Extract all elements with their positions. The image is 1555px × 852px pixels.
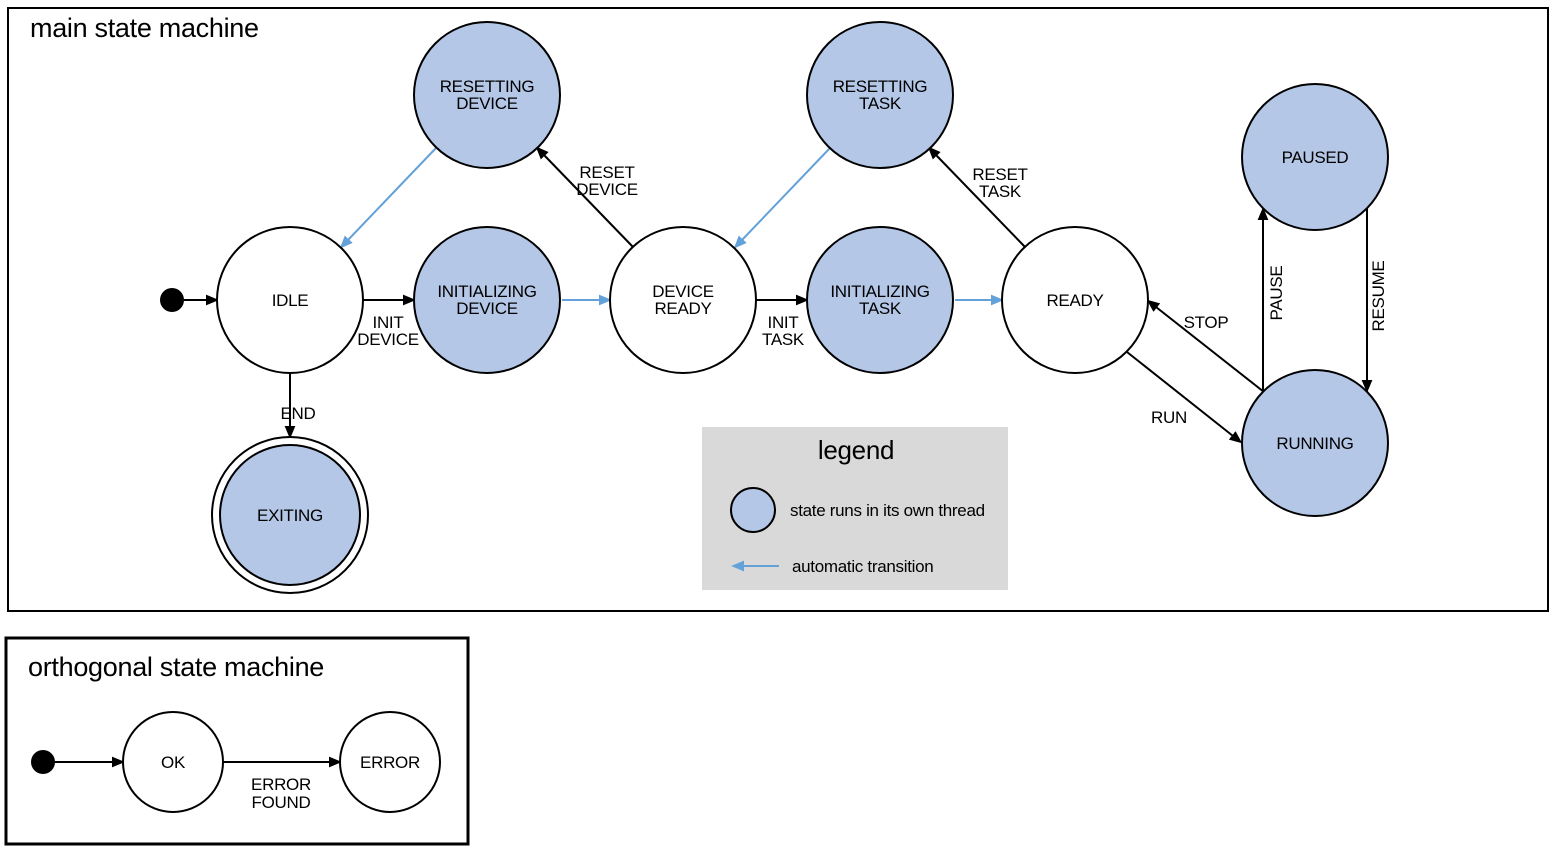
state-device-ready-circle <box>609 226 757 374</box>
transition-run-label: RUN <box>1151 408 1187 427</box>
transition-ready-to-resetting-task-arrow <box>927 146 1026 248</box>
main-state-machine-title: main state machine <box>30 13 259 43</box>
state-initializing-task-label-line2: TASK <box>859 299 902 318</box>
state-idle-circle <box>216 226 364 374</box>
state-exiting-inner-circle <box>219 444 361 586</box>
state-device-ready-label-line1: DEVICE <box>652 282 714 301</box>
state-exiting-label: EXITING <box>257 506 323 525</box>
transition-init-task-label-line1: INIT <box>768 313 799 332</box>
state-resetting-task-label-line1: RESETTING <box>833 77 928 96</box>
auto-transition-resetting-device-to-idle-arrow <box>339 147 437 249</box>
legend-threaded-state-label: state runs in its own thread <box>790 501 985 520</box>
legend-title: legend <box>818 435 894 465</box>
transition-reset-device-label-line2: DEVICE <box>576 180 638 199</box>
transition-init-device-label-line1: INIT <box>373 313 404 332</box>
state-paused-circle <box>1241 83 1389 231</box>
transition-running-to-ready-stop-arrow <box>1146 299 1265 393</box>
state-resetting-task-circle <box>806 21 954 169</box>
state-initializing-device-circle <box>413 226 561 374</box>
transition-error-found-label-line1: ERROR <box>251 775 311 794</box>
state-ready-circle <box>1001 226 1149 374</box>
transition-stop-label: STOP <box>1184 313 1229 332</box>
state-running-circle <box>1241 369 1389 517</box>
transition-end-label: END <box>281 404 316 423</box>
orthogonal-initial-state-dot <box>31 750 55 774</box>
legend-automatic-transition-label: automatic transition <box>792 557 933 576</box>
state-resetting-device-circle <box>413 21 561 169</box>
state-running-label: RUNNING <box>1276 434 1353 453</box>
state-initializing-device-label-line2: DEVICE <box>456 299 518 318</box>
state-initializing-device-label-line1: INITIALIZING <box>437 282 536 301</box>
transition-device-ready-to-resetting-device-arrow <box>535 146 634 248</box>
state-initializing-task-label-line1: INITIALIZING <box>830 282 929 301</box>
state-ready-label: READY <box>1046 291 1103 310</box>
transition-init-device-label-line2: DEVICE <box>357 330 419 349</box>
orthogonal-state-machine-frame <box>4 636 470 846</box>
auto-transition-resetting-task-to-device-ready-arrow <box>733 147 831 249</box>
state-resetting-task-label-line2: TASK <box>859 94 902 113</box>
state-resetting-device-label-line2: DEVICE <box>456 94 518 113</box>
orthogonal-state-machine-title: orthogonal state machine <box>28 652 324 682</box>
legend-threaded-state-icon <box>730 487 776 533</box>
transition-ready-to-running-run-arrow <box>1126 351 1243 444</box>
transition-error-found-label-line2: FOUND <box>252 793 311 812</box>
transition-reset-device-label-line1: RESET <box>579 163 634 182</box>
state-error-circle <box>339 711 441 813</box>
transition-pause-label: PAUSE <box>1267 266 1286 321</box>
state-paused-label: PAUSED <box>1282 148 1349 167</box>
main-initial-state-dot <box>160 288 184 312</box>
state-ok-circle <box>122 711 224 813</box>
state-initializing-task-circle <box>806 226 954 374</box>
state-idle-label: IDLE <box>272 291 309 310</box>
transition-reset-task-label-line1: RESET <box>972 165 1027 184</box>
transition-reset-task-label-line2: TASK <box>979 182 1022 201</box>
state-resetting-device-label-line1: RESETTING <box>440 77 535 96</box>
state-device-ready-label-line2: READY <box>654 299 711 318</box>
transition-resume-label: RESUME <box>1369 261 1388 332</box>
main-state-machine-frame <box>7 7 1549 612</box>
transition-init-task-label-line2: TASK <box>762 330 805 349</box>
state-error-label: ERROR <box>360 753 420 772</box>
state-ok-label: OK <box>161 753 186 772</box>
